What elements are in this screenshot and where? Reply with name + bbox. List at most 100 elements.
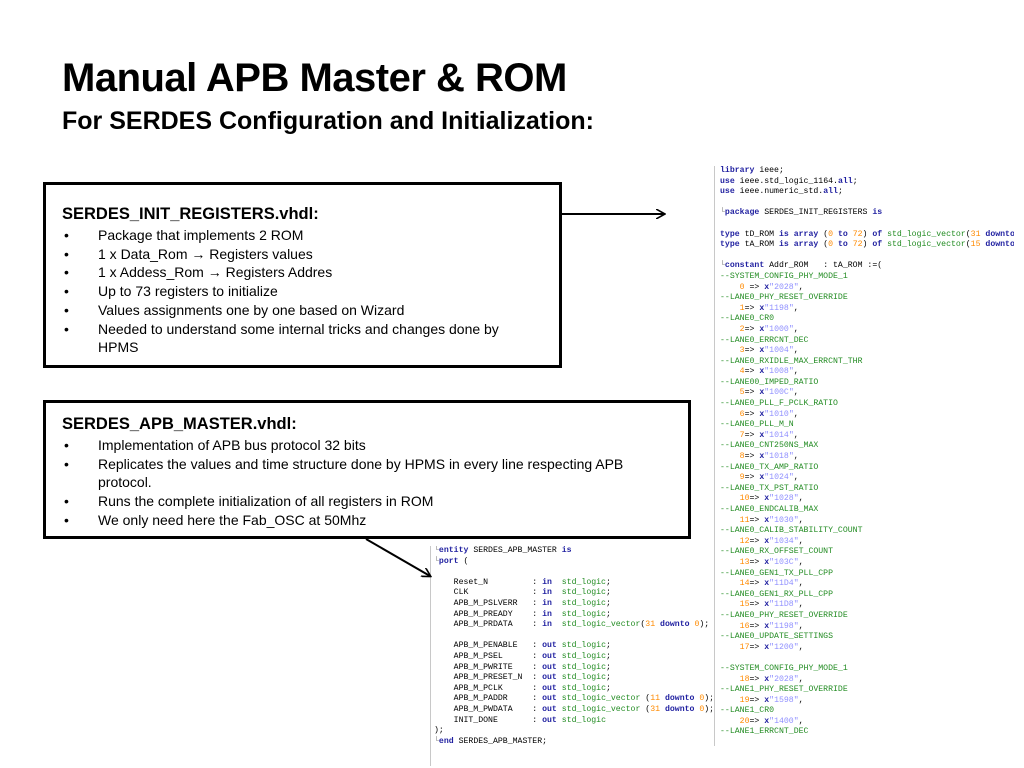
code-line: --LANE0_PHY_RESET_OVERRIDE — [720, 610, 848, 620]
code-line: 2=> x"1000", — [739, 324, 799, 334]
code-line: 9=> x"1024", — [739, 473, 799, 483]
code-line: └entity SERDES_APB_MASTER is — [434, 546, 572, 555]
code-line: 14=> x"11D4", — [739, 579, 804, 589]
code-line: --LANE1_PHY_RESET_OVERRIDE — [720, 685, 848, 695]
code-line: 6=> x"1010", — [739, 409, 799, 419]
code-line: 18=> x"2028", — [739, 674, 804, 684]
bullet-icon: • — [64, 245, 69, 262]
code-line: APB_M_PWDATA : out std_logic_vector (31 … — [434, 704, 712, 714]
list-item: • Needed to understand some internal tric… — [62, 320, 543, 357]
code-line: └package SERDES_INIT_REGISTERS is — [720, 208, 883, 218]
code-line: 20=> x"1400", — [739, 716, 804, 726]
list-item-text: 1 x Addess_Rom → Registers Addres — [98, 264, 333, 281]
bullet-icon: • — [64, 320, 69, 337]
init-registers-list: • Package that implements 2 ROM • 1 x Data… — [62, 226, 543, 357]
rom-code-listing: library ieee;use ieee.std_logic_1164.all… — [714, 166, 1014, 746]
bullet-icon: • — [64, 301, 69, 318]
code-line: 5=> x"100C", — [739, 388, 799, 398]
bullet-icon: • — [64, 227, 69, 243]
bullet-icon: • — [64, 493, 69, 510]
code-line: --SYSTEM_CONFIG_PHY_MODE_1 — [720, 663, 848, 673]
code-line: └port ( — [434, 556, 469, 566]
list-item: • Replicates the values and time structur… — [62, 455, 672, 492]
list-item: • Runs the complete initialization of all… — [62, 492, 672, 511]
code-line: --LANE0_GEN1_RX_PLL_CPP — [720, 589, 834, 599]
code-line: CLK : in std_logic; — [434, 588, 611, 598]
code-line: 10=> x"1028", — [739, 494, 804, 504]
code-line: --LANE0_CALIB_STABILITY_COUNT — [720, 526, 863, 536]
code-line: 16=> x"1198", — [739, 621, 804, 631]
code-line: --LANE1_CR0 — [720, 706, 775, 716]
list-item: • 1 x Data_Rom → Registers values — [62, 245, 543, 264]
code-line: --LANE0_PLL_F_PCLK_RATIO — [720, 399, 838, 409]
code-line: 0 => x"2028", — [739, 282, 804, 292]
bullet-icon: • — [64, 437, 69, 453]
code-line: APB_M_PWRITE : out std_logic; — [434, 662, 611, 672]
code-line: --LANE0_RX_OFFSET_COUNT — [720, 547, 834, 557]
code-line: └end SERDES_APB_MASTER; — [434, 736, 548, 746]
code-line: --LANE0_TX_PST_RATIO — [720, 483, 819, 493]
list-item-text: Runs the complete initialization of all … — [98, 493, 434, 510]
code-line: --LANE0_ERRCNT_DEC — [720, 335, 809, 345]
apb-master-box: SERDES_APB_MASTER.vhdl: •Implementation … — [43, 400, 691, 539]
list-item-text: Values assignments one by one based on W… — [98, 301, 405, 318]
code-line: use ieee.std_logic_1164.all; — [720, 176, 858, 186]
code-line: type tA_ROM is array (0 to 72) of std_lo… — [720, 240, 1014, 250]
code-line: --SYSTEM_CONFIG_PHY_MODE_1 — [720, 271, 848, 281]
code-line: 17=> x"1200", — [739, 642, 804, 652]
code-line: --LANE0_GEN1_TX_PLL_CPP — [720, 568, 834, 578]
code-line: APB_M_PENABLE : out std_logic; — [434, 641, 611, 651]
list-item: • Up to 73 registers to initialize — [62, 282, 543, 301]
list-item-text: 1 x Data_Rom → Registers values — [98, 245, 313, 262]
code-line: ); — [434, 726, 444, 736]
bullet-icon: • — [64, 511, 69, 528]
list-item-text: We only need here the Fab_OSC at 50Mhz — [98, 511, 367, 528]
code-line: library ieee; — [720, 166, 784, 175]
code-line: 13=> x"103C", — [739, 557, 804, 567]
code-line: 3=> x"1004", — [739, 346, 799, 356]
code-line: 4=> x"1008", — [739, 367, 799, 377]
code-line: APB_M_PRESET_N : out std_logic; — [434, 673, 611, 683]
code-line: 12=> x"1034", — [739, 536, 804, 546]
bullet-icon: • — [64, 264, 69, 281]
list-item-text: Package that implements 2 ROM — [98, 227, 304, 243]
code-line — [720, 653, 1014, 664]
code-line: └constant Addr_ROM : tA_ROM :=( — [720, 261, 883, 271]
code-line — [434, 631, 712, 642]
code-line: 19=> x"1598", — [739, 695, 804, 705]
code-line — [720, 251, 1014, 262]
code-line: use ieee.numeric_std.all; — [720, 187, 843, 197]
list-item: • Package that implements 2 ROM — [62, 226, 543, 245]
list-item: • We only need here the Fab_OSC at 50Mhz — [62, 511, 672, 530]
code-line: --LANE0_PLL_M_N — [720, 420, 794, 430]
list-item: • 1 x Addess_Rom → Registers Addres — [62, 263, 543, 282]
code-line: 1=> x"1198", — [739, 303, 799, 313]
code-line: --LANE0_RXIDLE_MAX_ERRCNT_THR — [720, 356, 863, 366]
bullet-icon: • — [64, 283, 69, 300]
code-line: APB_M_PSLVERR : in std_logic; — [434, 598, 611, 608]
code-line — [720, 198, 1014, 209]
init-registers-heading: SERDES_INIT_REGISTERS.vhdl: — [62, 205, 319, 223]
code-line: APB_M_PREADY : in std_logic; — [434, 609, 611, 619]
list-item-text: Replicates the values and time structure… — [98, 455, 624, 491]
list-item-text: Needed to understand some internal trick… — [98, 320, 499, 356]
code-line: --LANE0_CR0 — [720, 314, 775, 324]
list-item-text: Up to 73 registers to initialize — [98, 283, 278, 300]
code-line — [720, 219, 1014, 230]
code-line: --LANE0_TX_AMP_RATIO — [720, 462, 819, 472]
code-line — [434, 567, 712, 578]
code-line: APB_M_PCLK : out std_logic; — [434, 683, 611, 693]
list-item: • Values assignments one by one based on … — [62, 301, 543, 320]
code-line: 15=> x"11D8", — [739, 600, 804, 610]
code-line: --LANE00_IMPED_RATIO — [720, 377, 819, 387]
list-item-text: Implementation of APB bus protocol 32 bi… — [98, 437, 366, 453]
code-line: --LANE0_UPDATE_SETTINGS — [720, 632, 834, 642]
code-line: INIT_DONE : out std_logic — [434, 715, 606, 725]
code-line: 8=> x"1018", — [739, 452, 799, 462]
code-line: 7=> x"1014", — [739, 430, 799, 440]
bullet-icon: • — [64, 455, 69, 472]
code-line: --LANE0_ENDCALIB_MAX — [720, 505, 819, 514]
list-item: • Implementation of APB bus protocol 32 b… — [62, 436, 672, 455]
code-line: APB_M_PSEL : out std_logic; — [434, 651, 611, 661]
code-line: --LANE0_CNT250NS_MAX — [720, 441, 819, 451]
